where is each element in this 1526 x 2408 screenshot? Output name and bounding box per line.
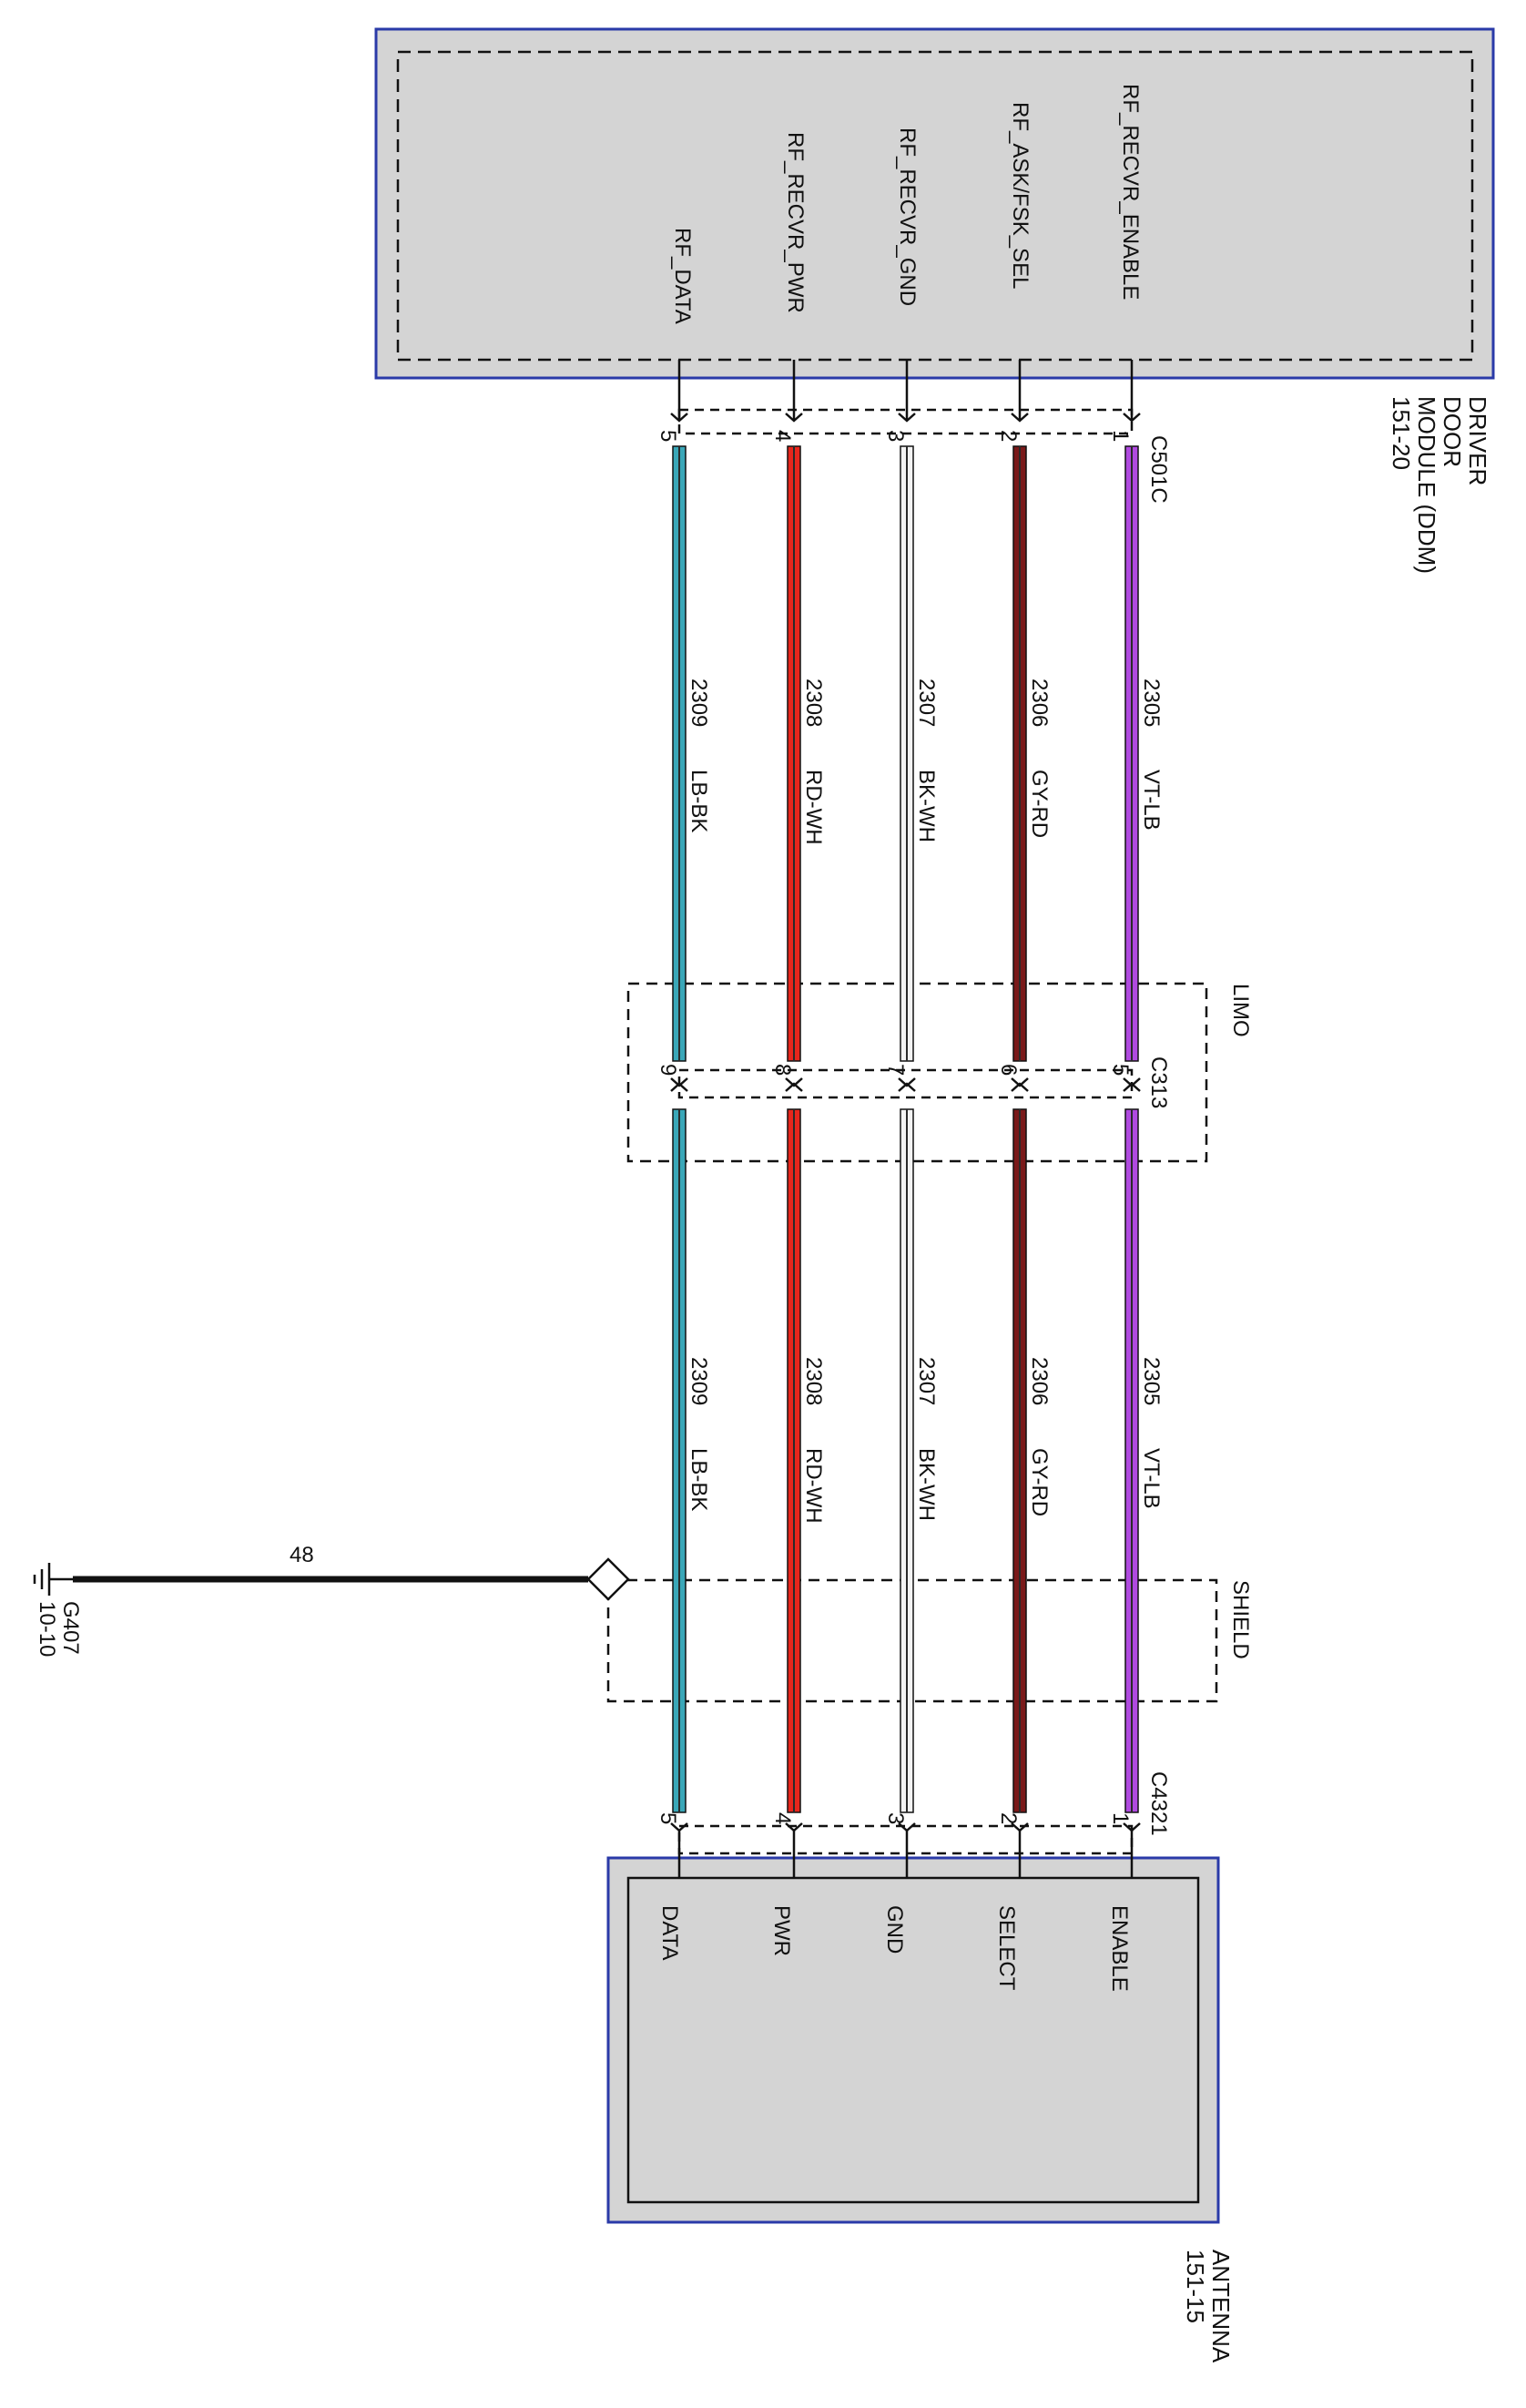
wire-circuit-label-4-2: 2308: [801, 1357, 826, 1405]
antenna-signal-2: SELECT: [994, 1905, 1019, 1991]
antenna-label-line-2: 151-15: [1182, 2250, 1209, 2323]
c313-label: C313: [1146, 1056, 1171, 1108]
c313-terminal-up-icon-2: [1011, 1082, 1029, 1092]
c313-pin-3: 7: [883, 1064, 908, 1076]
ground-circuit-label: 48: [290, 1543, 314, 1567]
c313-terminal-up-icon-1: [1123, 1082, 1141, 1092]
limo-dashed-outline: [626, 982, 1208, 1163]
ddm-label-line-2: DOOR: [1439, 396, 1466, 467]
c501c-pin-1: 1: [1108, 430, 1133, 442]
wire-layer: 2305VT-LB2305VT-LB1512306GY-RD2306GY-RD2…: [656, 360, 1164, 1878]
wire-color-label-1-1: VT-LB: [1139, 770, 1164, 831]
c313-pin-4: 8: [770, 1064, 795, 1076]
wire-circuit-label-5-1: 2309: [687, 679, 711, 727]
c501c-pin-3: 3: [883, 430, 908, 442]
wire-circuit-label-1-2: 2305: [1139, 1357, 1164, 1405]
c313-terminal-down-icon-2: [1011, 1077, 1029, 1087]
ground-symbol-icon: [33, 1563, 73, 1596]
ddm-module-box: [374, 27, 1495, 380]
wire-color-label-5-1: LB-BK: [687, 770, 711, 832]
c501c-terminal-icon-2: [1011, 413, 1029, 423]
ddm-signal-4: RF_RECVR_PWR: [783, 132, 808, 313]
wire-circuit-label-2-2: 2306: [1027, 1357, 1052, 1405]
ground-label-line-1: G407: [58, 1601, 83, 1655]
ddm-label-line-1: DRIVER: [1464, 396, 1491, 485]
antenna-signal-labels: ENABLE SELECT GND PWR DATA: [657, 1905, 1132, 1992]
antenna-signal-3: GND: [882, 1905, 907, 1954]
c4321-pin-1: 1: [1108, 1812, 1133, 1824]
wire-color-label-5-2: LB-BK: [687, 1448, 711, 1511]
ddm-signal-labels: RF_RECVR_ENABLE RF_ASK/FSK_SEL RF_RECVR_…: [670, 84, 1143, 324]
wire-circuit-label-3-2: 2307: [914, 1357, 939, 1405]
ddm-label-line-4: 151-20: [1388, 396, 1415, 470]
connector-c4321: C4321: [677, 1771, 1171, 1855]
c4321-pin-2: 2: [996, 1812, 1021, 1824]
c313-pin-5: 9: [656, 1064, 680, 1076]
antenna-signal-4: PWR: [769, 1905, 794, 1956]
c501c-terminal-icon-1: [1123, 413, 1141, 423]
shield-splice-diamond: [586, 1557, 630, 1601]
wire-color-label-4-2: RD-WH: [801, 1448, 826, 1524]
c313-terminal-down-icon-1: [1123, 1077, 1141, 1087]
c4321-pin-5: 5: [656, 1812, 680, 1824]
ground-label-line-2: 10-10: [35, 1601, 59, 1657]
wire-circuit-label-3-1: 2307: [914, 679, 939, 727]
wire-circuit-label-4-1: 2308: [801, 679, 826, 727]
wire-color-label-3-2: BK-WH: [914, 1448, 939, 1521]
shield-group: SHIELD 48 G407 10-10: [33, 1543, 1253, 1703]
wire-color-label-3-1: BK-WH: [914, 770, 939, 842]
antenna-module-inner: [626, 1876, 1200, 2204]
wire-color-label-1-2: VT-LB: [1139, 1448, 1164, 1509]
c313-terminal-down-icon-3: [898, 1077, 916, 1087]
ground-label: G407 10-10: [35, 1601, 83, 1657]
ddm-signal-3: RF_RECVR_GND: [895, 128, 920, 306]
c501c-pin-5: 5: [656, 430, 680, 442]
c313-terminal-up-icon-3: [898, 1082, 916, 1092]
c501c-pin-2: 2: [996, 430, 1021, 442]
c501c-terminal-icon-3: [898, 413, 916, 423]
c313-terminal-down-icon-5: [670, 1077, 688, 1087]
wire-color-label-2-1: GY-RD: [1027, 770, 1052, 838]
ddm-signal-5: RF_DATA: [670, 228, 695, 324]
antenna-signal-1: ENABLE: [1107, 1905, 1132, 1992]
wire-circuit-label-2-1: 2306: [1027, 679, 1052, 727]
antenna-label: ANTENNA 151-15: [1182, 2250, 1235, 2363]
limo-label: LIMO: [1228, 984, 1253, 1037]
connector-c313: LIMO C313: [626, 982, 1253, 1163]
ddm-signal-1: RF_RECVR_ENABLE: [1118, 84, 1143, 300]
ddm-signal-2: RF_ASK/FSK_SEL: [1008, 102, 1033, 289]
wire-color-label-2-2: GY-RD: [1027, 1448, 1052, 1516]
antenna-module: [606, 1856, 1220, 2224]
wire-circuit-label-1-1: 2305: [1139, 679, 1164, 727]
antenna-signal-5: DATA: [657, 1905, 682, 1960]
connector-c501c: C501C: [677, 408, 1171, 504]
c313-pin-1: 5: [1108, 1064, 1133, 1076]
c313-terminal-up-icon-5: [670, 1082, 688, 1092]
antenna-module-box: [606, 1856, 1220, 2224]
c501c-terminal-icon-4: [785, 413, 803, 423]
antenna-label-line-1: ANTENNA: [1207, 2250, 1235, 2363]
ddm-label-line-3: MODULE (DDM): [1413, 396, 1440, 574]
c313-pin-2: 6: [996, 1064, 1021, 1076]
c4321-pin-3: 3: [883, 1812, 908, 1824]
c501c-pin-4: 4: [770, 430, 795, 442]
c313-terminal-up-icon-4: [785, 1082, 803, 1092]
wire-circuit-label-5-2: 2309: [687, 1357, 711, 1405]
c313-terminal-down-icon-4: [785, 1077, 803, 1087]
c4321-pin-4: 4: [770, 1812, 795, 1824]
ddm-module-inner-dashed: [396, 50, 1474, 362]
ddm-module: [374, 27, 1495, 380]
shield-label: SHIELD: [1228, 1580, 1253, 1659]
ddm-label: DRIVER DOOR MODULE (DDM) 151-20: [1388, 396, 1491, 574]
wire-color-label-4-1: RD-WH: [801, 770, 826, 845]
c501c-label: C501C: [1146, 435, 1171, 504]
c4321-label: C4321: [1146, 1771, 1171, 1836]
c501c-terminal-icon-5: [670, 413, 688, 423]
